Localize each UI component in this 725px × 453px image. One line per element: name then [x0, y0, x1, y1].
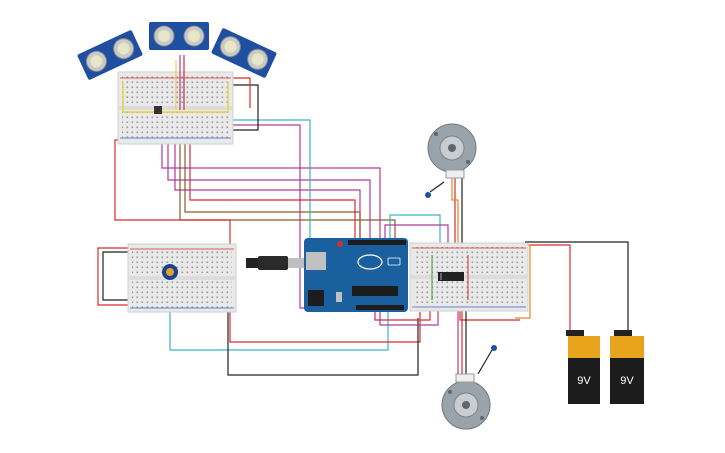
wire-cyan-2	[169, 312, 389, 351]
wire-black-3	[227, 312, 419, 376]
motor-bottom-lead	[477, 349, 493, 375]
wire-brown-1	[179, 140, 396, 245]
breadboard-top	[117, 55, 234, 145]
wire-red-3	[114, 139, 231, 245]
potentiometer	[162, 264, 178, 280]
battery-9v-right: 9V	[610, 330, 644, 404]
ultrasonic-sensor-right	[211, 28, 277, 78]
wire-purple-6	[379, 305, 439, 326]
motor-driver-chip	[438, 272, 464, 281]
ultrasonic-sensor-center	[149, 22, 209, 50]
wire-orange-2	[451, 178, 459, 245]
wire-red-7	[520, 244, 571, 330]
wire-purple-1	[161, 140, 381, 240]
wire-red-4	[97, 247, 128, 306]
battery-left-label: 9V	[577, 375, 591, 387]
dc-motor-bottom	[441, 345, 497, 430]
wire-purple-2	[167, 140, 371, 240]
wire-black-1	[230, 84, 259, 131]
battery-right-label: 9V	[620, 375, 634, 387]
wire-black-2	[102, 251, 132, 301]
pushbutton	[154, 106, 162, 114]
wire-cyan-3	[389, 214, 441, 245]
usb-cable	[246, 256, 304, 270]
wire-red-6	[374, 305, 431, 321]
breadboard-right	[409, 242, 529, 312]
wire-red-2	[228, 77, 251, 108]
ultrasonic-sensor-left	[77, 30, 143, 80]
wire-purple-3	[174, 140, 361, 240]
wire-purple-5	[384, 224, 449, 245]
breadboard-left	[127, 243, 237, 313]
wire-brown-2	[184, 140, 361, 240]
wire-red-1	[189, 134, 356, 240]
dc-motor-top	[425, 123, 477, 198]
arduino-logo	[357, 254, 383, 270]
battery-9v-left: 9V	[566, 330, 600, 404]
wire-black-4	[525, 241, 629, 330]
arduino-board	[304, 238, 408, 312]
wire-red-5	[229, 312, 421, 343]
wires	[97, 77, 629, 376]
motor-top-lead	[429, 181, 445, 193]
